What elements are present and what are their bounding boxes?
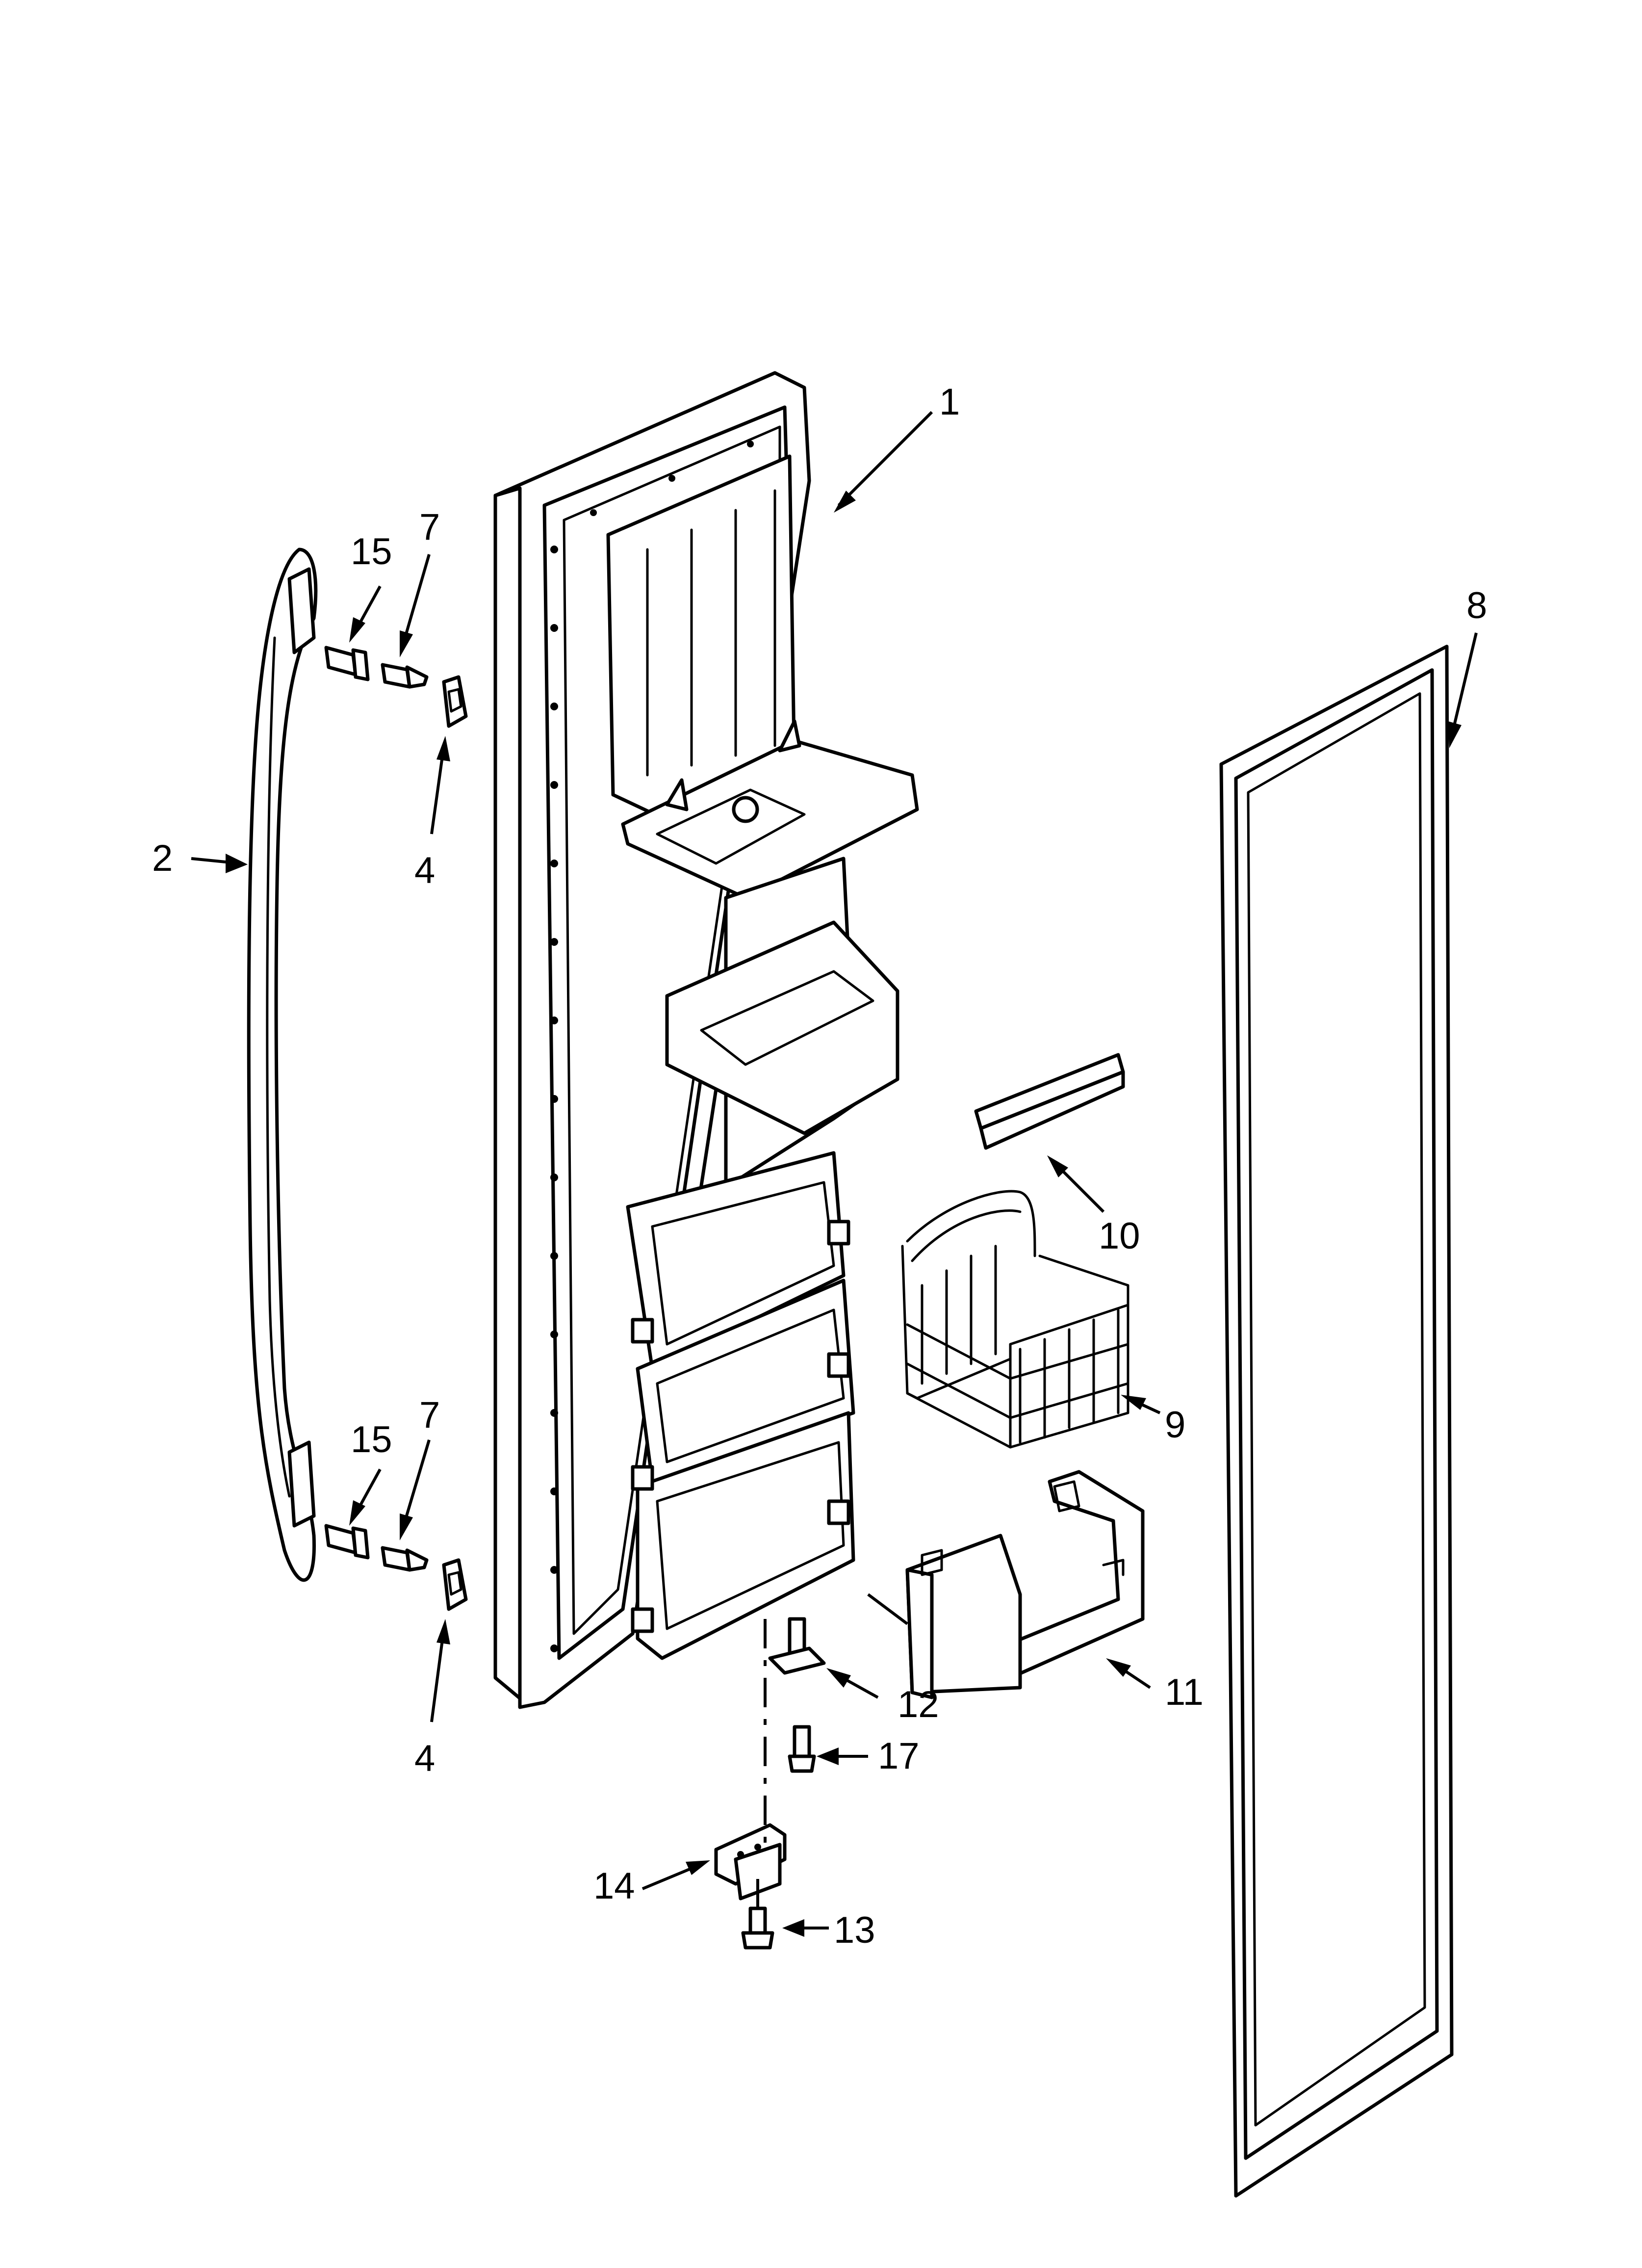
clip-4-lower — [442, 1558, 468, 1611]
screw-15-upper — [324, 646, 370, 681]
assembly-centerline — [756, 1619, 767, 1913]
lower-handle-hardware — [324, 1524, 468, 1611]
upper-handle-hardware — [324, 646, 468, 728]
screw-15-lower — [324, 1524, 370, 1560]
door-panel — [493, 371, 919, 1709]
callout-labels: 1 2 4 4 7 7 8 9 10 11 12 13 14 15 15 17 — [152, 381, 1487, 1951]
door-gasket — [1219, 645, 1454, 2198]
hinge-pin — [768, 1617, 826, 1675]
callout-15-upper: 15 — [351, 531, 392, 573]
callout-4-upper: 4 — [414, 850, 435, 891]
callout-12: 12 — [898, 1684, 939, 1725]
callout-2: 2 — [152, 837, 173, 879]
door-screw-holes — [550, 441, 754, 1652]
door-handle — [247, 547, 318, 1582]
callout-14: 14 — [593, 1865, 635, 1907]
screw-17 — [788, 1725, 816, 1773]
callout-13: 13 — [834, 1909, 875, 1951]
callout-9: 9 — [1165, 1404, 1185, 1446]
trim-strip — [974, 1053, 1125, 1150]
callout-7-upper: 7 — [419, 506, 440, 548]
screw-7-upper — [381, 663, 429, 689]
leader-lines — [191, 411, 1478, 1937]
callout-8: 8 — [1466, 585, 1487, 626]
hinge-bracket — [714, 1823, 787, 1901]
callout-10: 10 — [1099, 1215, 1140, 1257]
wire-basket — [901, 1190, 1129, 1449]
screw-13 — [741, 1906, 774, 1950]
callout-17: 17 — [878, 1735, 920, 1777]
callout-11: 11 — [1165, 1671, 1204, 1713]
screw-7-lower — [381, 1546, 429, 1572]
callout-7-lower: 7 — [419, 1394, 440, 1436]
callout-4-lower: 4 — [414, 1738, 435, 1779]
callout-15-lower: 15 — [351, 1419, 392, 1460]
callout-1: 1 — [939, 381, 960, 423]
dispenser-bracket — [905, 1470, 1145, 1699]
clip-4-upper — [442, 675, 468, 728]
